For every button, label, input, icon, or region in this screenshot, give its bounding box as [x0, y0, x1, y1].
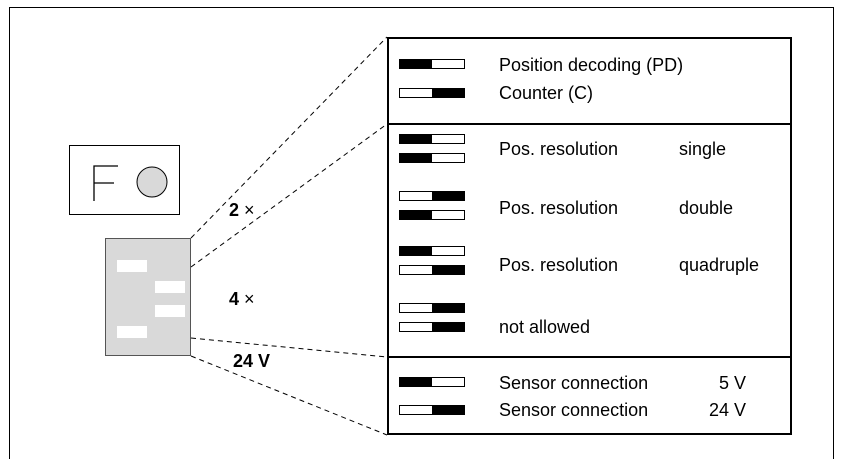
switch-group [399, 377, 465, 387]
switch-left-icon [399, 377, 465, 387]
row-label: Pos. resolution [499, 139, 619, 159]
row-value: single [679, 139, 727, 159]
switch-right-icon [399, 265, 465, 275]
switch-group [399, 59, 465, 69]
switch-group [399, 246, 465, 275]
dip-pad-2 [155, 281, 185, 293]
dip-pad-1 [117, 260, 147, 272]
label-2x: 2 × [229, 200, 255, 220]
leader-line-lower [190, 337, 388, 358]
switch-right-icon [399, 322, 465, 332]
row-label: Pos. resolution [499, 255, 619, 275]
divider-2 [389, 356, 790, 358]
switch-right-icon [399, 405, 465, 415]
switch-right-icon [399, 88, 465, 98]
switch-left-icon [399, 246, 465, 256]
switch-group [399, 405, 465, 415]
row-value: double [679, 198, 734, 218]
leader-line-mid [190, 123, 388, 268]
label-4x: 4 × [229, 289, 255, 309]
switch-group [399, 134, 465, 163]
dip-pad-4 [117, 326, 147, 338]
switch-right-icon [399, 191, 465, 201]
figure-frame [9, 7, 834, 459]
led-icon [136, 166, 168, 198]
dip-pad-3 [155, 305, 185, 317]
f-symbol-icon [93, 165, 118, 201]
switch-left-icon [399, 210, 465, 220]
label-24v: 24 V [233, 351, 271, 371]
switch-left-icon [399, 153, 465, 163]
switch-left-icon [399, 134, 465, 144]
switch-left-icon [399, 59, 465, 69]
divider-1 [389, 123, 790, 125]
row-label: Pos. resolution [499, 198, 619, 218]
row-label: not allowed [499, 317, 591, 337]
switch-settings-panel: Position decoding (PD) Counter (C) Pos. … [387, 37, 792, 435]
leader-line-bottom [190, 355, 388, 436]
switch-group [399, 191, 465, 220]
switch-group [399, 303, 465, 332]
switch-group [399, 88, 465, 98]
dip-switch-module [105, 238, 191, 356]
row-value: 5 V [719, 373, 747, 393]
row-label: Position decoding (PD) [499, 55, 684, 75]
row-value: quadruple [679, 255, 760, 275]
row-label: Sensor connection [499, 373, 649, 393]
row-label: Counter (C) [499, 83, 594, 103]
leader-line-top [190, 36, 388, 239]
front-panel-symbols [93, 165, 168, 201]
module-front-panel [69, 145, 180, 215]
row-label: Sensor connection [499, 400, 649, 420]
switch-right-icon [399, 303, 465, 313]
row-value: 24 V [709, 400, 747, 420]
